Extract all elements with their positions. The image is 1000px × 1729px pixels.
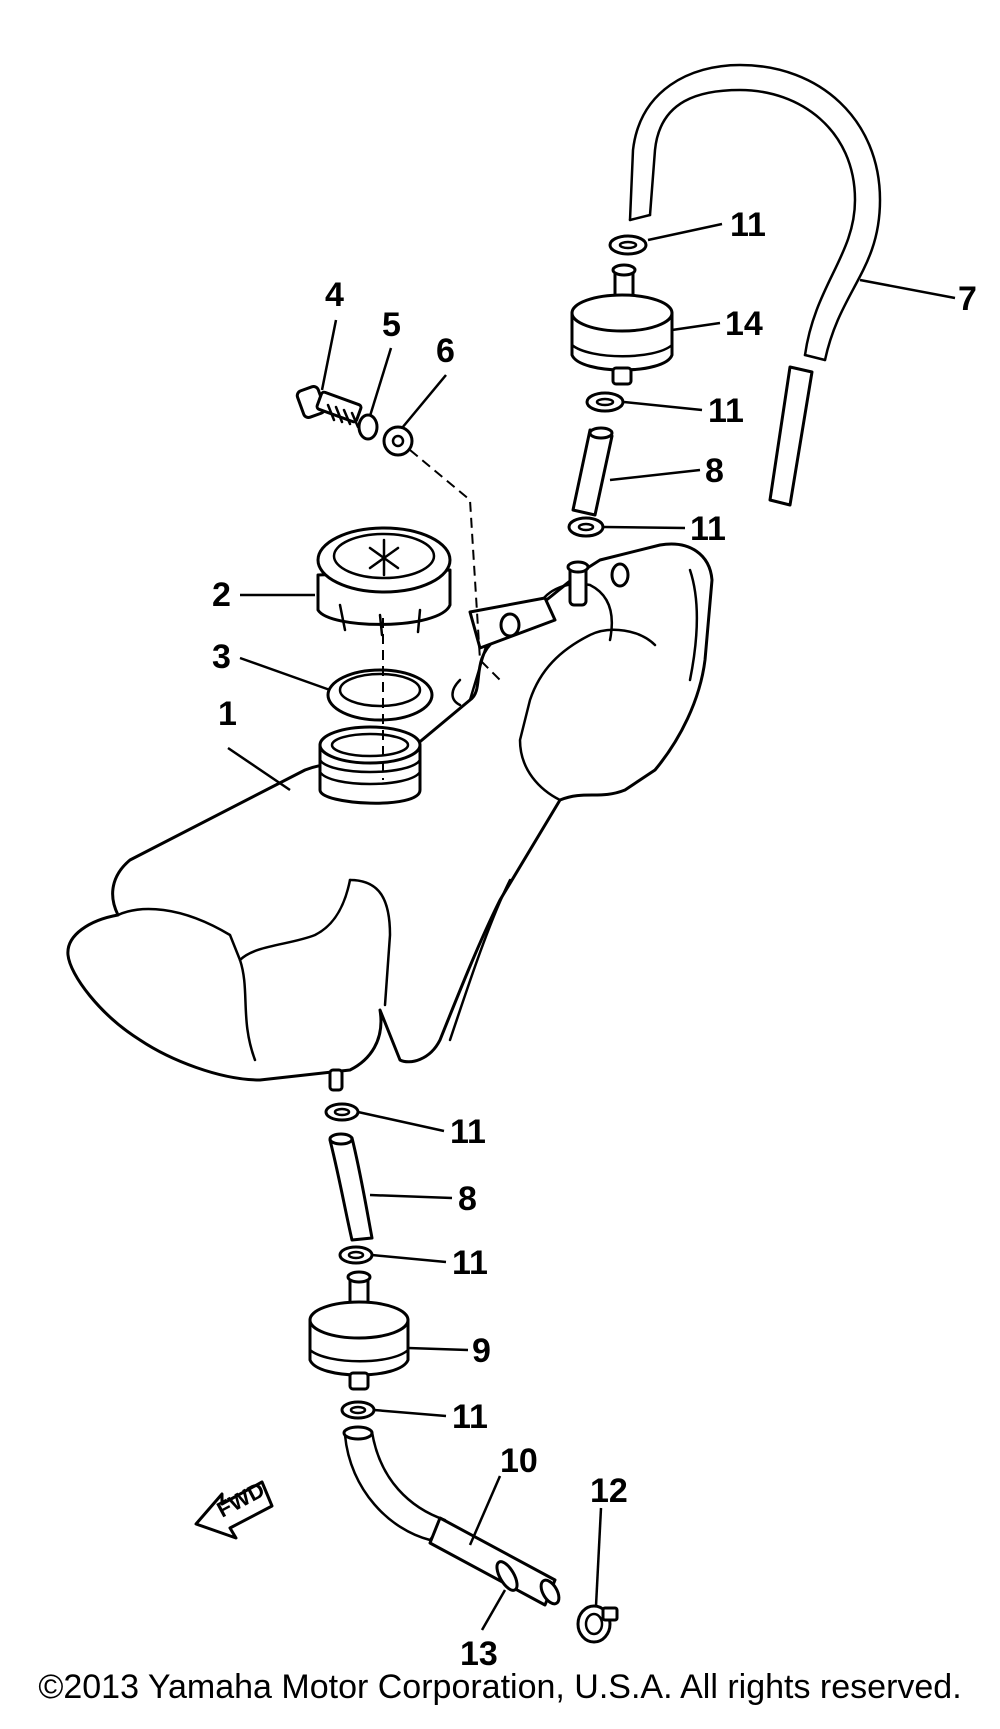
callout-4: 4 [325,276,344,314]
clamp-below-tank [324,1102,360,1122]
clamp-upper-mid [585,391,625,413]
callout-11-upper-mid: 11 [708,392,744,430]
hose-clamp [576,1604,619,1644]
forward-direction-arrow: FWD [194,1477,274,1540]
cap-gasket [326,668,434,722]
callout-10: 10 [500,1442,538,1480]
clamp-upper-low [567,516,605,538]
callout-numbers: 1 2 3 4 5 6 7 8 8 9 10 11 11 11 11 11 11… [212,206,977,1673]
clamp-top [608,234,648,256]
callout-11-below-filter: 11 [452,1398,488,1436]
copyright-notice: ©2013 Yamaha Motor Corporation, U.S.A. A… [38,1668,962,1706]
callout-6: 6 [436,332,455,370]
callout-7: 7 [958,280,977,318]
fuel-tank [66,542,714,1092]
callout-9: 9 [472,1332,491,1370]
fuel-cap [316,526,452,637]
callout-1: 1 [218,695,237,733]
bolt-alignment-line [409,449,501,681]
upper-fuel-filter [570,263,674,386]
callout-8-lower: 8 [458,1180,477,1218]
lower-fuel-hose [328,1132,374,1242]
callout-11-upper-low: 11 [690,510,726,548]
callout-2: 2 [212,576,231,614]
bolt [295,384,363,429]
callout-14: 14 [725,305,763,343]
callout-13: 13 [460,1635,498,1673]
leader-lines [227,222,956,1631]
clamp-below-filter [340,1400,376,1420]
callout-11-above-filter: 11 [452,1244,488,1282]
callout-11-below-tank: 11 [450,1113,486,1151]
lower-fuel-filter [308,1270,410,1391]
callout-5: 5 [382,306,401,344]
callout-3: 3 [212,638,231,676]
callout-8-upper: 8 [705,452,724,490]
pipe-clip [495,1560,519,1592]
callout-12: 12 [590,1472,628,1510]
fuel-pipe [342,1425,561,1607]
washer [382,425,414,457]
callout-11-top: 11 [730,206,766,244]
clamp-above-filter [338,1245,374,1265]
lock-washer [357,413,379,441]
upper-fuel-hose [571,426,614,517]
vent-hose [628,63,882,507]
